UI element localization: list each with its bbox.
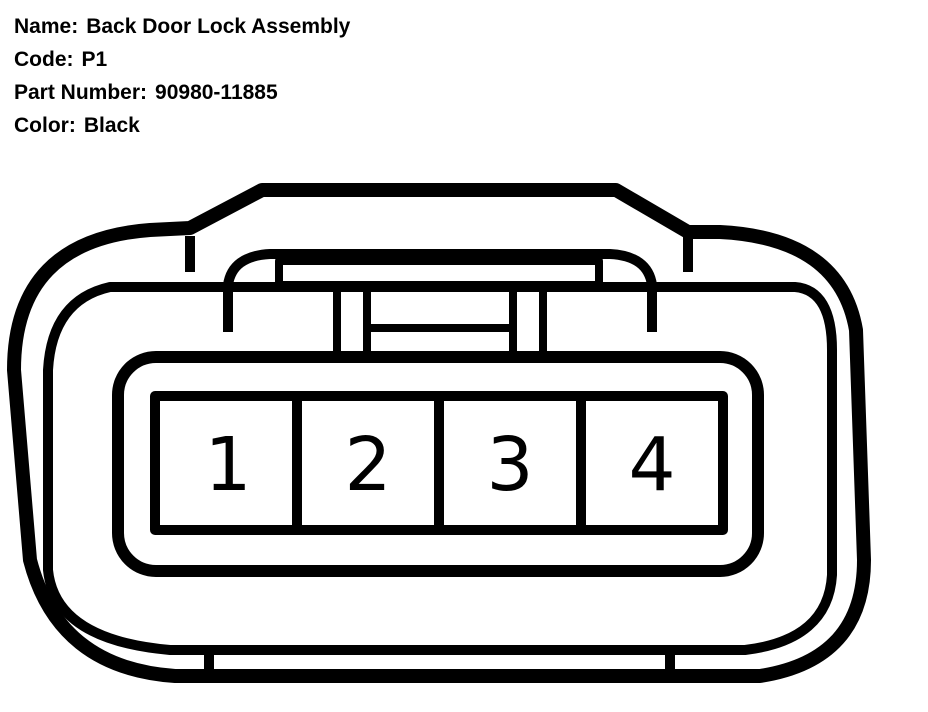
- pin-1-label: 1: [204, 422, 251, 508]
- code-row: Code: P1: [14, 43, 350, 76]
- name-value: Back Door Lock Assembly: [86, 15, 351, 38]
- connector-info: Name: Back Door Lock Assembly Code: P1 Par…: [14, 10, 350, 142]
- code-value: P1: [81, 48, 108, 71]
- color-label: Color:: [14, 114, 76, 137]
- color-row: Color: Black: [14, 109, 350, 142]
- color-value: Black: [83, 114, 140, 137]
- housing-inner-contour: [43, 282, 837, 655]
- pin-4-label: 4: [628, 422, 675, 508]
- part-number-value: 90980-11885: [155, 81, 278, 104]
- part-number-label: Part Number:: [14, 81, 148, 104]
- pin-cavity-frame: [112, 351, 764, 577]
- name-row: Name: Back Door Lock Assembly: [14, 10, 350, 43]
- name-label: Name:: [14, 15, 79, 38]
- code-label: Code:: [14, 48, 74, 71]
- part-number-row: Part Number: 90980-11885: [14, 76, 350, 109]
- locking-latch: [223, 249, 657, 332]
- pin-2-label: 2: [344, 422, 391, 508]
- latch-bar: [275, 257, 603, 289]
- housing-outline: [7, 183, 871, 683]
- pin-3-label: 3: [486, 422, 533, 508]
